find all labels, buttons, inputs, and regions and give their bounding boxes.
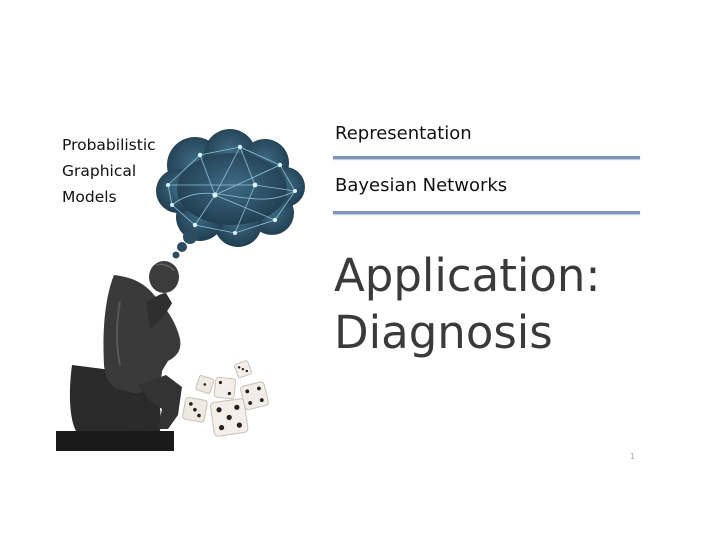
course-label-line-1: Probabilistic [62, 136, 156, 154]
divider-bottom [333, 211, 640, 214]
course-label-line-2: Graphical [62, 162, 137, 180]
dice-icon [182, 360, 269, 437]
page-mark: 1 [630, 452, 636, 461]
thought-cloud-network-icon [156, 129, 305, 259]
slide-title-line-1: Application: [334, 249, 601, 302]
course-label-line-3: Models [62, 188, 117, 206]
illustration [56, 129, 305, 451]
section-title: Representation [335, 123, 472, 144]
course-label: Probabilistic Graphical Models [62, 132, 156, 210]
subsection-title: Bayesian Networks [335, 175, 508, 196]
thinker-statue-icon [56, 261, 182, 451]
slide-title-line-2: Diagnosis [334, 306, 553, 359]
slide-title: Application: Diagnosis [334, 247, 601, 361]
divider-top [333, 156, 640, 159]
